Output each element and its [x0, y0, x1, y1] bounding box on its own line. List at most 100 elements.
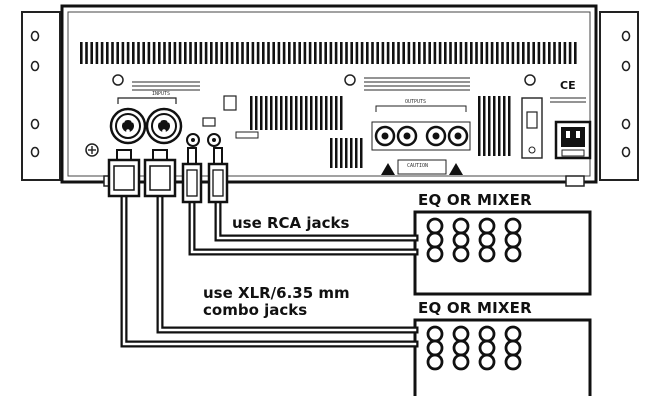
- mixer-box-top: [413, 210, 592, 296]
- vent-slot: [225, 42, 229, 64]
- mixer-knob-icon: [426, 353, 444, 371]
- vent-slot: [246, 42, 249, 64]
- vent-slot: [95, 42, 99, 64]
- vent-slot: [392, 42, 395, 64]
- ventilation-grille-top: [80, 42, 577, 64]
- vent-slot: [402, 42, 405, 64]
- mixer-knob-icon: [452, 339, 470, 357]
- vent-slot: [288, 42, 291, 64]
- vent-slot: [345, 138, 348, 168]
- vent-slot: [251, 42, 255, 64]
- vent-slot: [386, 42, 390, 64]
- vent-slot: [295, 96, 298, 130]
- vent-slot: [360, 42, 364, 64]
- xlr-plug-1: [107, 149, 141, 198]
- vent-slot: [522, 42, 525, 64]
- vent-slot: [260, 96, 263, 130]
- vent-slot: [314, 42, 317, 64]
- mixer-knob-icon: [452, 231, 470, 249]
- mixer-knob-icon: [504, 231, 522, 249]
- vent-slot: [475, 42, 478, 64]
- mixer-knob-icon: [426, 339, 444, 357]
- mixer-bottom-title: EQ OR MIXER: [418, 299, 532, 317]
- rca-cable-2: [214, 198, 419, 242]
- rca-input-jacks[interactable]: [186, 95, 259, 147]
- vent-slot: [438, 42, 442, 64]
- vent-slot: [542, 42, 546, 64]
- vent-slot: [158, 42, 161, 64]
- vent-slot: [100, 42, 104, 64]
- vent-slot: [137, 42, 140, 64]
- vent-slot: [256, 42, 260, 64]
- xlr-cable-2: [156, 192, 419, 334]
- vent-slot: [282, 42, 286, 64]
- xlr-cable-1: [120, 192, 419, 348]
- caption-xlr-line1: use XLR/6.35 mm: [203, 284, 350, 302]
- vent-slot: [303, 42, 307, 64]
- panel-label-lines: [132, 77, 586, 103]
- vent-slot: [126, 42, 130, 64]
- vent-slot: [308, 42, 312, 64]
- vent-slot: [280, 96, 283, 130]
- vent-slot: [366, 42, 369, 64]
- vent-slot: [340, 42, 343, 64]
- power-inlet[interactable]: [554, 120, 592, 160]
- vent-slot: [335, 138, 338, 168]
- rca-plug-2: [207, 147, 229, 204]
- vent-slot: [355, 138, 358, 168]
- vent-slot: [220, 42, 223, 64]
- mixer-knob-icon: [478, 231, 496, 249]
- vent-slot: [470, 42, 473, 64]
- mixer-knob-icon: [478, 217, 496, 235]
- vent-slot: [478, 96, 481, 156]
- xlr-combo-jack-ch2[interactable]: [145, 107, 183, 145]
- vent-slot: [397, 42, 400, 64]
- vent-slot: [508, 96, 511, 156]
- vent-slot: [272, 42, 275, 64]
- vent-slot: [496, 42, 499, 64]
- vent-slot: [506, 42, 509, 64]
- vent-slot: [350, 138, 353, 168]
- mixer-knob-icon: [504, 217, 522, 235]
- panel-outputs-label: OUTPUTS: [405, 99, 427, 105]
- mixer-knob-icon: [478, 353, 496, 371]
- vent-slot: [485, 42, 489, 64]
- vent-slot: [310, 96, 313, 130]
- vent-slot: [230, 42, 234, 64]
- vent-slot: [563, 42, 567, 64]
- vent-slot: [329, 42, 333, 64]
- xlr-combo-jack-ch1[interactable]: [109, 107, 147, 145]
- rack-ear-right: [599, 11, 639, 181]
- vent-slot: [330, 96, 333, 130]
- speaker-output-terminals[interactable]: [371, 105, 471, 151]
- vent-slot: [250, 96, 253, 130]
- vent-slot: [345, 42, 348, 64]
- vent-slot: [418, 42, 421, 64]
- breaker-switch[interactable]: [521, 97, 543, 159]
- vent-slot: [334, 42, 338, 64]
- vent-slot: [305, 96, 308, 130]
- mixer-knob-grid-top: [426, 217, 522, 263]
- vent-slot: [184, 42, 187, 64]
- vent-slot: [152, 42, 156, 64]
- ventilation-grille-right: [478, 96, 511, 156]
- vent-slot: [267, 42, 270, 64]
- vent-slot: [407, 42, 411, 64]
- amplifier-rear-panel: [60, 4, 598, 187]
- mixer-knob-grid-bottom: [426, 325, 522, 371]
- vent-slot: [532, 42, 535, 64]
- vent-slot: [194, 42, 197, 64]
- vent-slot: [537, 42, 541, 64]
- vent-slot: [568, 42, 572, 64]
- vent-slot: [480, 42, 483, 64]
- caution-warning-icons: [381, 159, 463, 175]
- vent-slot: [116, 42, 119, 64]
- vent-slot: [516, 42, 520, 64]
- vent-slot: [298, 42, 301, 64]
- mixer-knob-icon: [452, 353, 470, 371]
- vent-slot: [168, 42, 171, 64]
- mixer-knob-icon: [478, 325, 496, 343]
- vent-slot: [320, 96, 323, 130]
- vent-slot: [483, 96, 486, 156]
- vent-slot: [412, 42, 416, 64]
